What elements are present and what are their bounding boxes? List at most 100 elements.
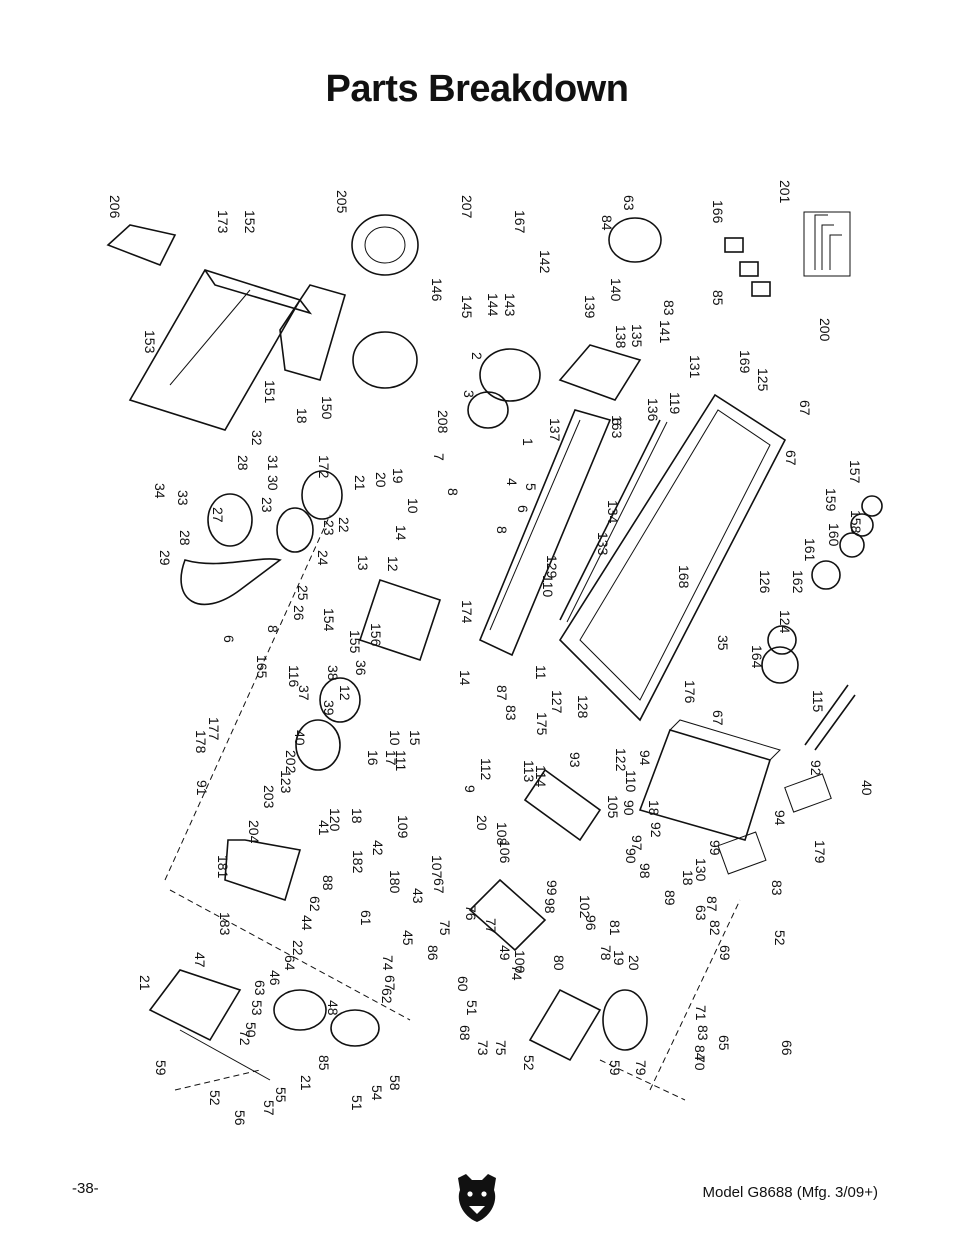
part-callout-51: 51 [349, 1095, 365, 1111]
part-callout-178: 178 [193, 730, 209, 754]
part-callout-152: 152 [242, 210, 258, 234]
part-callout-141: 141 [657, 320, 673, 344]
part-callout-12: 12 [337, 685, 353, 701]
part-callout-158: 158 [848, 510, 864, 534]
part-callout-34: 34 [152, 483, 168, 499]
part-callout-90: 90 [623, 848, 639, 864]
part-callout-167: 167 [512, 210, 528, 234]
part-callout-47: 47 [192, 952, 208, 968]
part-callout-61: 61 [358, 910, 374, 926]
part-callout-23: 23 [259, 497, 275, 513]
part-callout-146: 146 [429, 278, 445, 302]
part-callout-12: 12 [385, 556, 401, 572]
part-callout-182: 182 [350, 850, 366, 874]
part-callout-129: 129 [544, 555, 560, 579]
part-callout-64: 64 [282, 955, 298, 971]
part-callout-137: 137 [547, 418, 563, 442]
part-callout-154: 154 [321, 608, 337, 632]
part-callout-16: 16 [365, 750, 381, 766]
part-callout-19: 19 [390, 468, 406, 484]
part-callout-99: 99 [707, 840, 723, 856]
part-callout-56: 56 [232, 1110, 248, 1126]
part-callout-41: 41 [316, 820, 332, 836]
part-callout-7: 7 [431, 453, 447, 461]
part-callout-84: 84 [692, 1045, 708, 1061]
part-callout-122: 122 [613, 748, 629, 772]
part-callout-174: 174 [459, 600, 475, 624]
part-callout-86: 86 [425, 945, 441, 961]
part-callout-70: 70 [692, 1055, 708, 1071]
part-callout-163: 163 [609, 415, 625, 439]
part-callout-52: 52 [207, 1090, 223, 1106]
part-callout-25: 25 [295, 585, 311, 601]
part-callout-1: 1 [520, 438, 536, 446]
part-callout-172: 172 [316, 455, 332, 479]
part-callout-99: 99 [544, 880, 560, 896]
part-callout-83: 83 [769, 880, 785, 896]
part-callout-71: 71 [693, 1005, 709, 1021]
part-callout-29: 29 [157, 550, 173, 566]
part-callout-67: 67 [710, 710, 726, 726]
part-callout-31: 31 [265, 455, 281, 471]
part-callout-157: 157 [847, 460, 863, 484]
model-number: Model G8688 (Mfg. 3/09+) [702, 1184, 878, 1201]
part-callout-13: 13 [355, 555, 371, 571]
part-callout-127: 127 [549, 690, 565, 714]
part-callout-36: 36 [353, 660, 369, 676]
grizzly-bear-head-icon [452, 1170, 502, 1229]
part-callout-38: 38 [325, 665, 341, 681]
part-callout-205: 205 [334, 190, 350, 214]
part-callout-87: 87 [494, 685, 510, 701]
part-callout-80: 80 [551, 955, 567, 971]
part-callout-120: 120 [327, 808, 343, 832]
part-callout-124: 124 [777, 610, 793, 634]
part-callout-27: 27 [210, 507, 226, 523]
part-callout-102: 102 [577, 895, 593, 919]
part-callout-136: 136 [645, 398, 661, 422]
part-callout-10: 10 [387, 730, 403, 746]
part-callout-156: 156 [368, 623, 384, 647]
part-callout-85: 85 [710, 290, 726, 306]
part-callout-23: 23 [321, 520, 337, 536]
part-callout-76: 76 [463, 905, 479, 921]
part-callout-58: 58 [387, 1075, 403, 1091]
page-number: -38- [72, 1180, 99, 1197]
part-callout-39: 39 [321, 700, 337, 716]
part-callout-2: 2 [469, 352, 485, 360]
part-callout-169: 169 [737, 350, 753, 374]
part-callout-18: 18 [349, 808, 365, 824]
part-callout-97: 97 [629, 835, 645, 851]
part-callout-33: 33 [175, 490, 191, 506]
part-callout-90: 90 [621, 800, 637, 816]
part-callout-18: 18 [294, 408, 310, 424]
part-callout-53: 53 [249, 1000, 265, 1016]
part-callout-22: 22 [336, 517, 352, 533]
part-callout-10: 10 [405, 498, 421, 514]
part-callout-166: 166 [710, 200, 726, 224]
part-callout-162: 162 [790, 570, 806, 594]
part-callout-8: 8 [265, 625, 281, 633]
part-callout-110: 110 [623, 770, 639, 793]
part-callout-135: 135 [629, 324, 645, 348]
part-callout-75: 75 [493, 1040, 509, 1056]
part-callout-98: 98 [637, 863, 653, 879]
part-callout-63: 63 [693, 905, 709, 921]
part-callout-200: 200 [817, 318, 833, 342]
part-callout-181: 181 [215, 855, 231, 879]
part-callout-133: 133 [595, 532, 611, 556]
part-callout-8: 8 [494, 526, 510, 534]
part-callout-52: 52 [521, 1055, 537, 1071]
part-callout-88: 88 [320, 875, 336, 891]
part-callout-51: 51 [464, 1000, 480, 1016]
part-callout-91: 91 [194, 780, 210, 796]
part-callout-11: 11 [533, 665, 549, 680]
part-callout-78: 78 [598, 945, 614, 961]
part-callout-207: 207 [459, 195, 475, 219]
part-callout-69: 69 [717, 945, 733, 961]
part-callout-85: 85 [316, 1055, 332, 1071]
part-callout-37: 37 [296, 685, 312, 701]
part-callout-77: 77 [483, 918, 499, 934]
part-callout-204: 204 [246, 820, 262, 844]
part-callout-54: 54 [369, 1085, 385, 1101]
